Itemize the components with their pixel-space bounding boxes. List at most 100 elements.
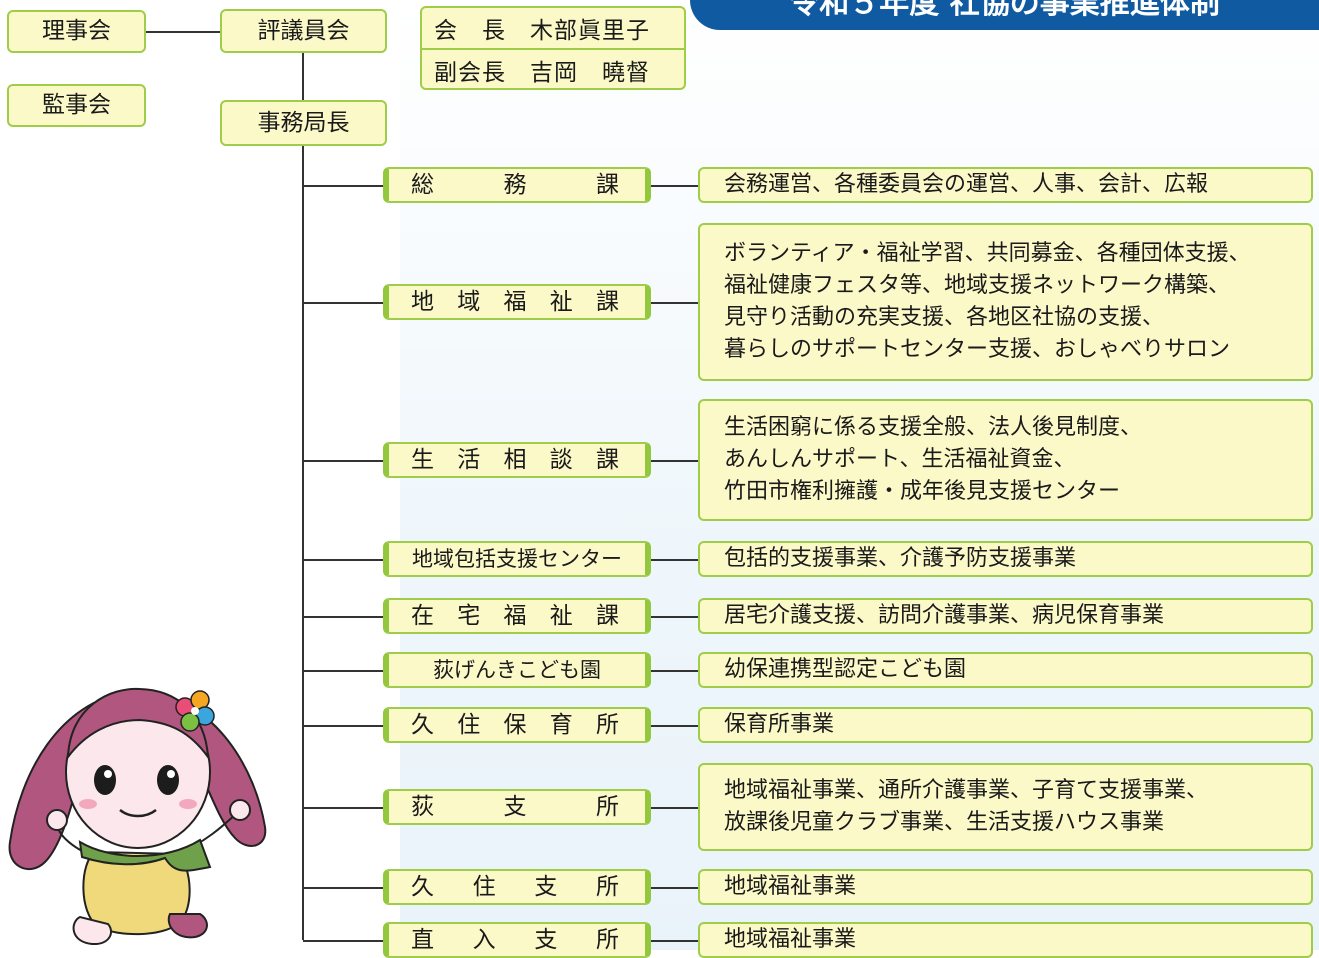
department-description-line: 生活困窮に係る支援全般、法人後見制度、 <box>724 415 1143 440</box>
vice-president-row: 副会長 吉岡 曉督 <box>422 48 684 90</box>
department-description-line: 地域福祉事業 <box>724 874 857 899</box>
department-name-char: 支 <box>534 873 558 900</box>
department-name-char: 課 <box>596 171 619 198</box>
councilors-label: 評議員会 <box>257 17 350 44</box>
department-description-line: 地域福祉事業 <box>724 927 857 952</box>
mascot-character <box>8 687 267 946</box>
dept-description-connector <box>651 302 698 304</box>
dept-branch-line <box>303 725 385 727</box>
dept-branch-line <box>303 559 385 561</box>
department-name-char: 支 <box>534 926 558 953</box>
dept-branch-line <box>303 887 385 889</box>
dept-branch-line <box>303 807 385 809</box>
department-name-char: 祉 <box>549 288 573 315</box>
board-box: 理事会 <box>7 10 146 53</box>
department-name-char: 住 <box>457 711 481 738</box>
department-name-box: 地域福祉課 <box>383 284 651 320</box>
department-name-char: 荻 <box>411 793 434 820</box>
department-description-box: 地域福祉事業 <box>698 922 1313 958</box>
department-description-box: 包括的支援事業、介護予防支援事業 <box>698 541 1313 577</box>
dept-branch-line <box>303 460 385 462</box>
board-councilor-connector <box>146 31 220 33</box>
department-description-box: ボランティア・福祉学習、共同募金、各種団体支援、福祉健康フェスタ等、地域支援ネッ… <box>698 223 1313 381</box>
department-description-box: 会務運営、各種委員会の運営、人事、会計、広報 <box>698 167 1313 203</box>
department-name-box: 久住保育所 <box>383 707 651 743</box>
department-name-char: 所 <box>595 926 619 953</box>
department-description-line: 保育所事業 <box>724 712 835 737</box>
flower-icon <box>175 690 215 732</box>
department-description-box: 幼保連携型認定こども園 <box>698 652 1313 688</box>
secretary-general-label: 事務局長 <box>257 109 350 136</box>
department-name-char: 在 <box>411 602 434 629</box>
dept-branch-line <box>303 940 385 942</box>
president-row: 会 長 木部眞里子 <box>434 18 650 44</box>
department-name-char: 保 <box>503 711 527 738</box>
department-name-char: 住 <box>472 873 496 900</box>
dept-description-connector <box>651 616 698 618</box>
department-name-char: 域 <box>457 288 481 315</box>
department-name-box: 荻支所 <box>383 789 651 825</box>
department-name-char: 課 <box>596 602 619 629</box>
councilors-box: 評議員会 <box>220 9 387 53</box>
dept-branch-line <box>303 670 385 672</box>
department-name-char: 課 <box>596 288 619 315</box>
department-description-line: 見守り活動の充実支援、各地区社協の支援、 <box>724 305 1165 330</box>
department-description-line: 地域福祉事業、通所介護事業、子育て支援事業、 <box>724 778 1209 803</box>
dept-description-connector <box>651 670 698 672</box>
department-name-char: 所 <box>596 793 619 820</box>
department-name-char: 福 <box>503 602 527 629</box>
department-description-line: 放課後児童クラブ事業、生活支援ハウス事業 <box>724 810 1165 835</box>
department-description-line: 包括的支援事業、介護予防支援事業 <box>724 546 1077 571</box>
dept-branch-line <box>303 185 385 187</box>
department-name-char: 久 <box>411 873 434 900</box>
department-name-box: 荻げんきこども園 <box>383 652 651 688</box>
department-description-line: 暮らしのサポートセンター支援、おしゃべりサロン <box>724 337 1231 362</box>
department-description-line: 会務運営、各種委員会の運営、人事、会計、広報 <box>724 172 1209 197</box>
dept-description-connector <box>651 725 698 727</box>
department-name-char: 所 <box>595 873 619 900</box>
department-description-box: 保育所事業 <box>698 707 1313 743</box>
department-description-box: 地域福祉事業 <box>698 869 1313 905</box>
dept-description-connector <box>651 559 698 561</box>
department-name-char: 談 <box>549 446 573 473</box>
secretary-general-box: 事務局長 <box>220 100 387 146</box>
board-label: 理事会 <box>42 18 111 44</box>
department-description-box: 生活困窮に係る支援全般、法人後見制度、あんしんサポート、生活福祉資金、竹田市権利… <box>698 399 1313 521</box>
dept-description-connector <box>651 940 698 942</box>
department-name-label: 荻げんきこども園 <box>433 657 601 682</box>
dept-branch-line <box>303 616 385 618</box>
department-name-char: 育 <box>549 711 573 738</box>
department-description-line: 幼保連携型認定こども園 <box>724 657 967 682</box>
department-description-box: 地域福祉事業、通所介護事業、子育て支援事業、放課後児童クラブ事業、生活支援ハウス… <box>698 763 1313 851</box>
department-name-box: 生活相談課 <box>383 442 651 478</box>
department-name-box: 在宅福祉課 <box>383 598 651 634</box>
department-name-box: 久住支所 <box>383 869 651 905</box>
department-name-char: 活 <box>457 446 481 473</box>
auditors-label: 監事会 <box>42 92 111 118</box>
department-name-char: 相 <box>503 446 527 473</box>
main-trunk-line <box>302 52 304 100</box>
department-name-char: 入 <box>472 926 496 953</box>
department-name-char: 務 <box>503 171 527 198</box>
department-name-char: 福 <box>503 288 527 315</box>
department-name-char: 宅 <box>457 602 481 629</box>
department-name-char: 総 <box>411 171 434 198</box>
page-title: 令和５年度 社協の事業推進体制 <box>690 0 1319 30</box>
department-name-char: 久 <box>411 711 434 738</box>
auditors-box: 監事会 <box>7 84 146 127</box>
department-name-char: 所 <box>596 711 619 738</box>
department-description-line: 福祉健康フェスタ等、地域支援ネットワーク構築、 <box>724 273 1231 298</box>
department-name-char: 地 <box>411 288 434 315</box>
department-description-line: ボランティア・福祉学習、共同募金、各種団体支援、 <box>724 241 1251 266</box>
dept-description-connector <box>651 460 698 462</box>
dept-branch-line <box>303 302 385 304</box>
department-name-box: 総務課 <box>383 167 651 203</box>
department-name-char: 課 <box>596 446 619 473</box>
department-name-char: 支 <box>503 793 527 820</box>
department-name-box: 直入支所 <box>383 922 651 958</box>
department-name-char: 祉 <box>549 602 573 629</box>
department-description-line: 竹田市権利擁護・成年後見支援センター <box>724 479 1121 504</box>
officers-box: 会 長 木部眞里子 副会長 吉岡 曉督 <box>420 6 686 90</box>
department-name-box: 地域包括支援センター <box>383 541 651 577</box>
department-description-line: あんしんサポート、生活福祉資金、 <box>724 447 1076 472</box>
